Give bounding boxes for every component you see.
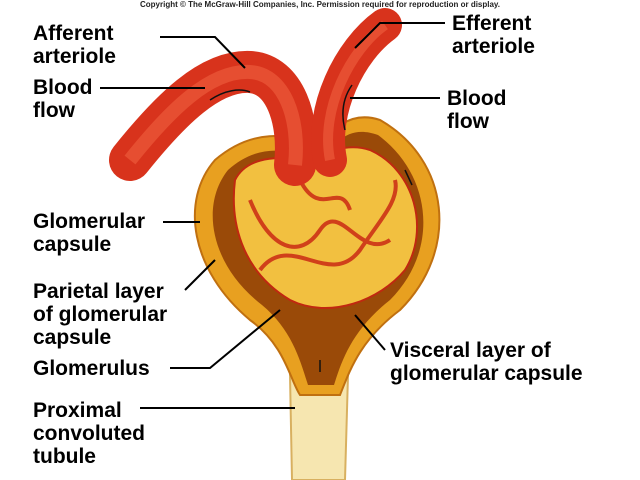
label-efferent-arteriole: Efferent arteriole (452, 12, 535, 58)
label-visceral-layer: Visceral layer of glomerular capsule (390, 339, 583, 385)
label-blood-flow-left: Blood flow (33, 76, 93, 122)
copyright-notice: Copyright © The McGraw-Hill Companies, I… (139, 0, 501, 9)
label-blood-flow-right: Blood flow (447, 87, 507, 133)
capillary-loops (248, 179, 398, 272)
label-parietal-layer: Parietal layer of glomerular capsule (33, 280, 168, 349)
label-glomerulus: Glomerulus (33, 357, 150, 380)
flow-arrows (209, 84, 413, 372)
label-glomerular-capsule: Glomerular capsule (33, 210, 146, 256)
label-proximal-tubule: Proximal convoluted tubule (33, 399, 146, 468)
label-afferent-arteriole: Afferent arteriole (33, 22, 116, 68)
leader-lines (100, 22, 445, 409)
